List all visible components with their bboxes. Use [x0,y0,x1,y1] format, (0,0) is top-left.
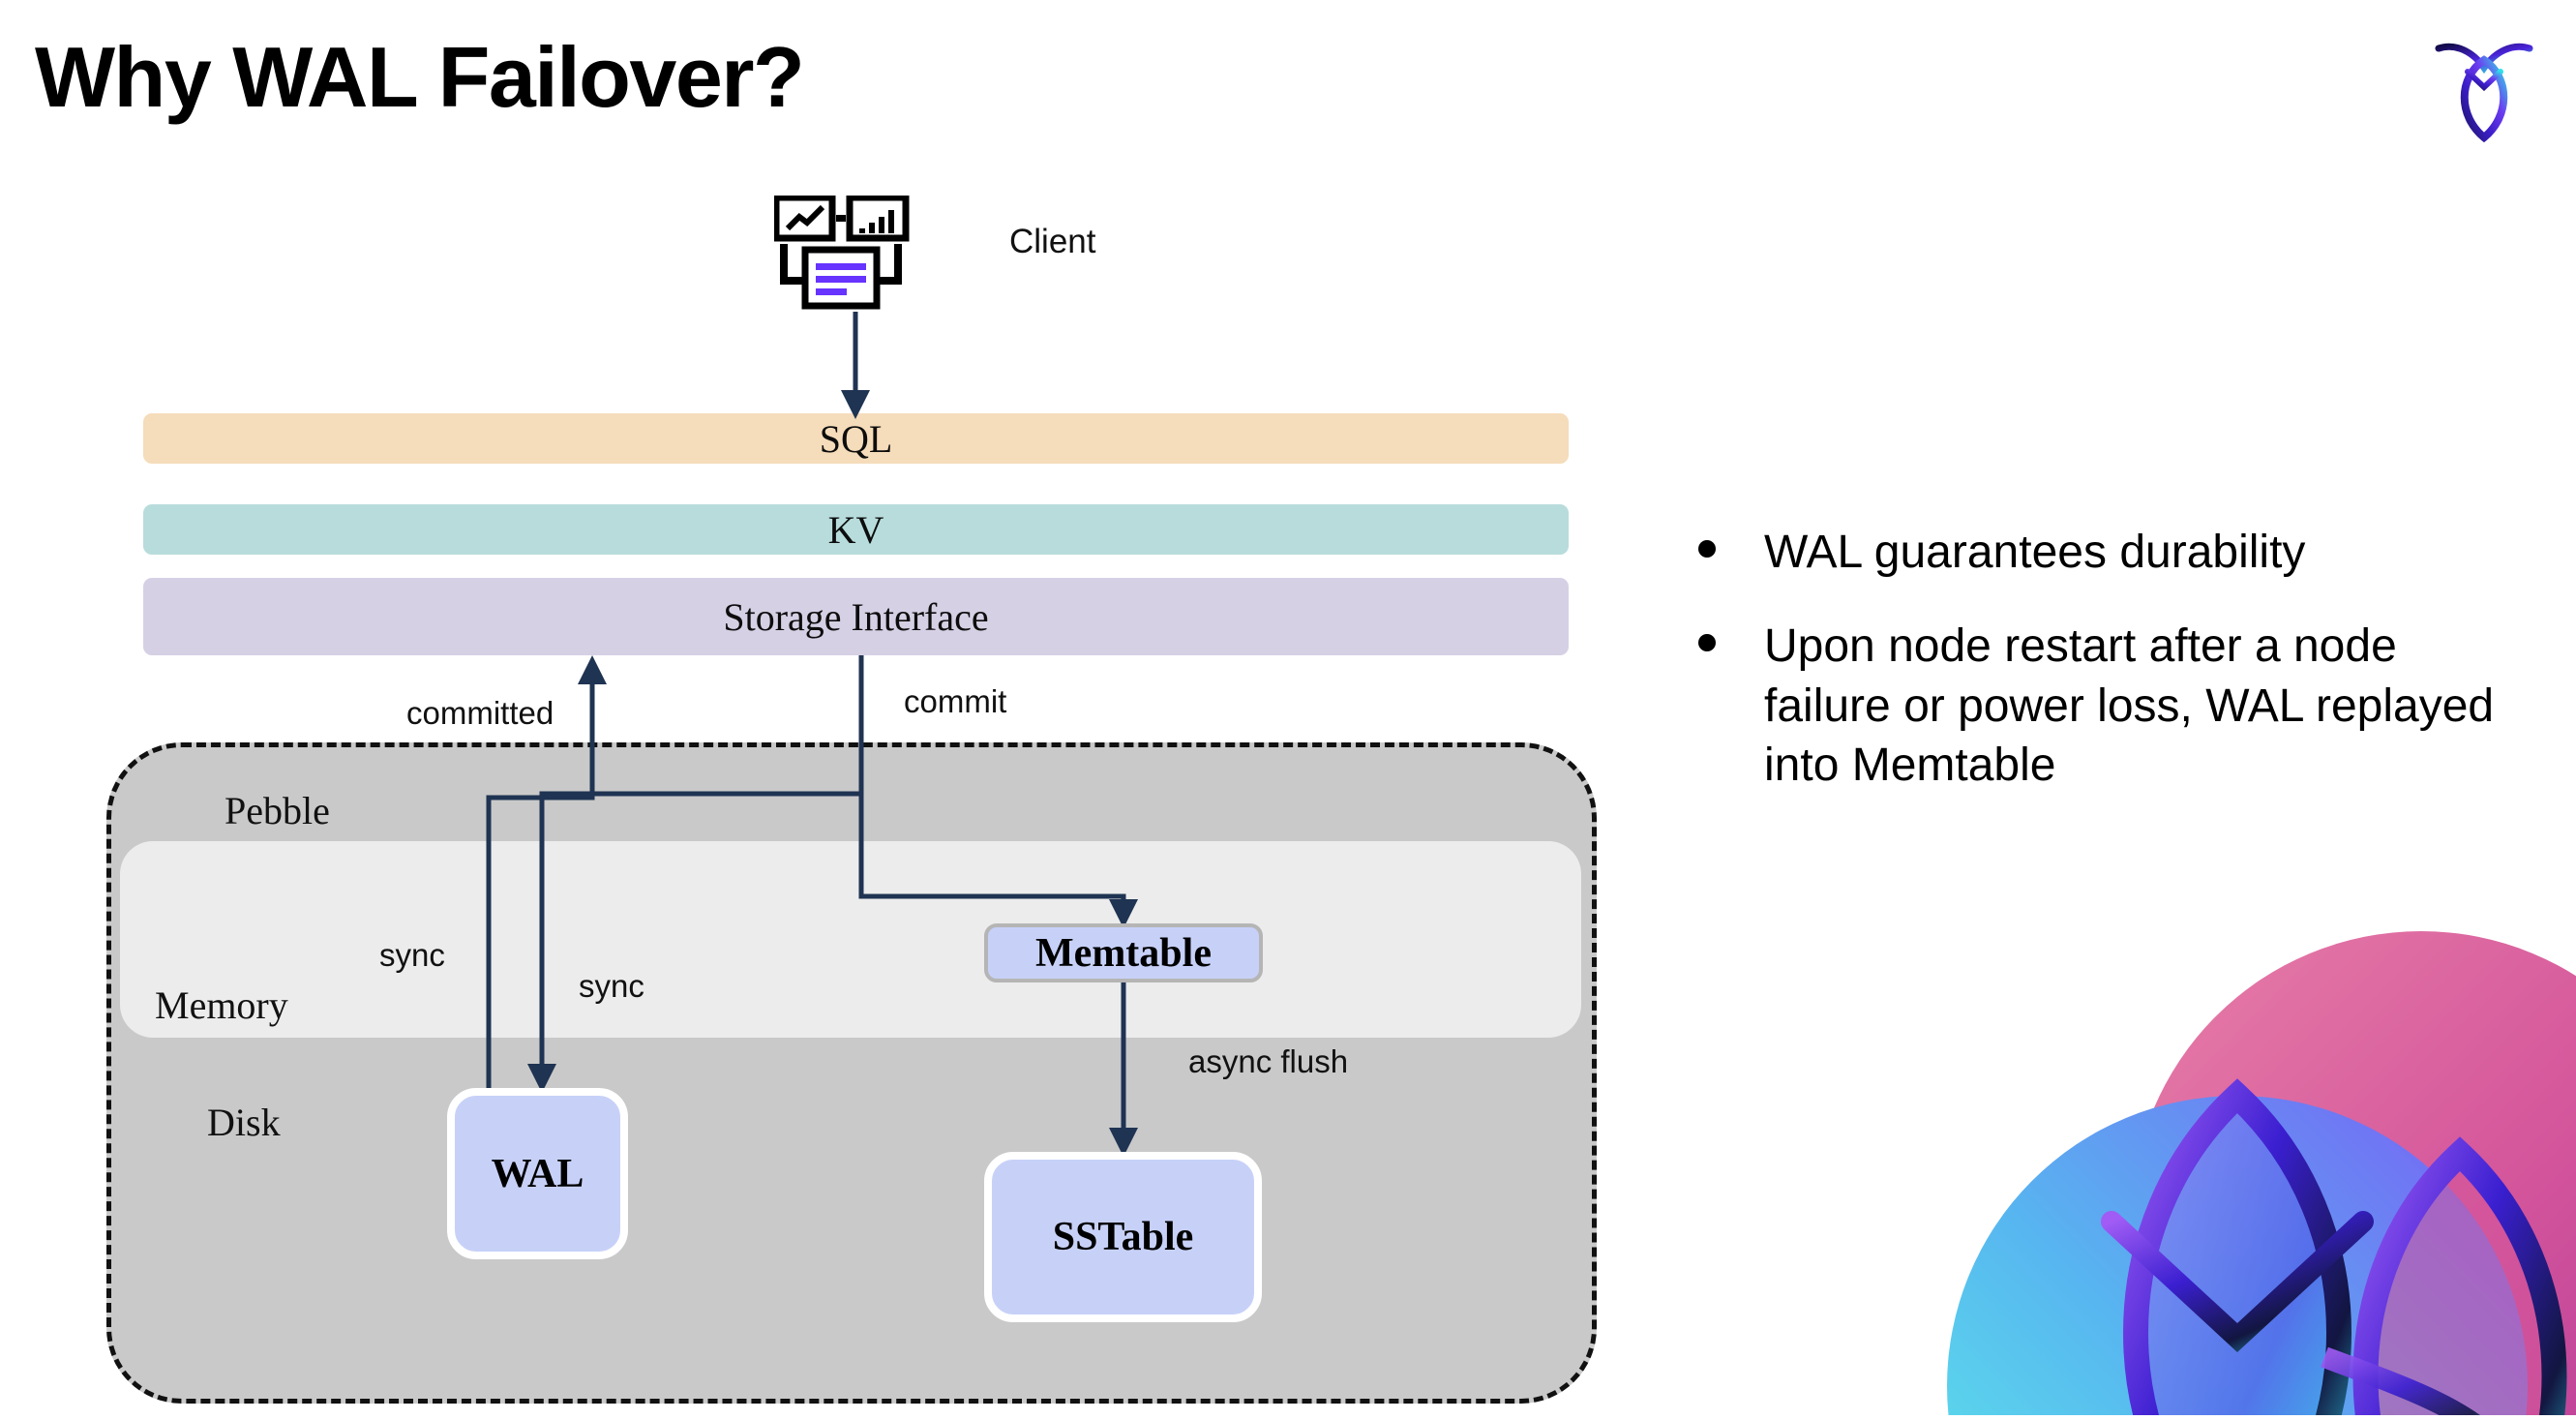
edge-label-async-flush: async flush [1188,1043,1349,1079]
bullet-text: Upon node restart after a node failure o… [1764,620,2495,792]
architecture-diagram: Client SQL KV Storage Interface Pebble M… [106,194,1597,1404]
list-item: WAL guarantees durability [1698,523,2531,582]
decorative-circles-artwork [1918,902,2576,1415]
bullet-list: WAL guarantees durability Upon node rest… [1698,523,2531,831]
edge-label-commit: commit [904,683,1007,719]
node-wal-label: WAL [491,1151,584,1196]
node-memtable-label: Memtable [1035,930,1212,976]
node-sstable-label: SSTable [1052,1215,1194,1259]
disk-label: Disk [207,1101,281,1144]
edge-label-sync-write: sync [579,968,644,1004]
client-label: Client [1009,223,1096,260]
node-sstable: SSTable [984,1152,1262,1322]
bullet-text: WAL guarantees durability [1764,527,2306,578]
node-wal: WAL [447,1088,628,1259]
memory-region [120,841,1581,1038]
edge-label-sync-committed: sync [379,937,445,973]
bullet-dot-icon [1698,540,1716,558]
client-dashboard-icon [772,194,929,312]
layer-label-storage-interface: Storage Interface [723,594,989,639]
layer-bar-storage-interface: Storage Interface [143,578,1569,655]
layer-bar-sql: SQL [143,413,1569,464]
node-memtable: Memtable [984,923,1263,982]
layer-bar-kv: KV [143,504,1569,555]
bullet-dot-icon [1698,634,1716,652]
pebble-label: Pebble [225,789,330,832]
layer-label-sql: SQL [819,416,893,461]
list-item: Upon node restart after a node failure o… [1698,617,2531,795]
layer-label-kv: KV [827,507,884,552]
page-title: Why WAL Failover? [35,29,805,125]
memory-label: Memory [155,983,288,1027]
cockroachdb-logo [2431,27,2537,143]
edge-label-committed: committed [406,695,554,731]
